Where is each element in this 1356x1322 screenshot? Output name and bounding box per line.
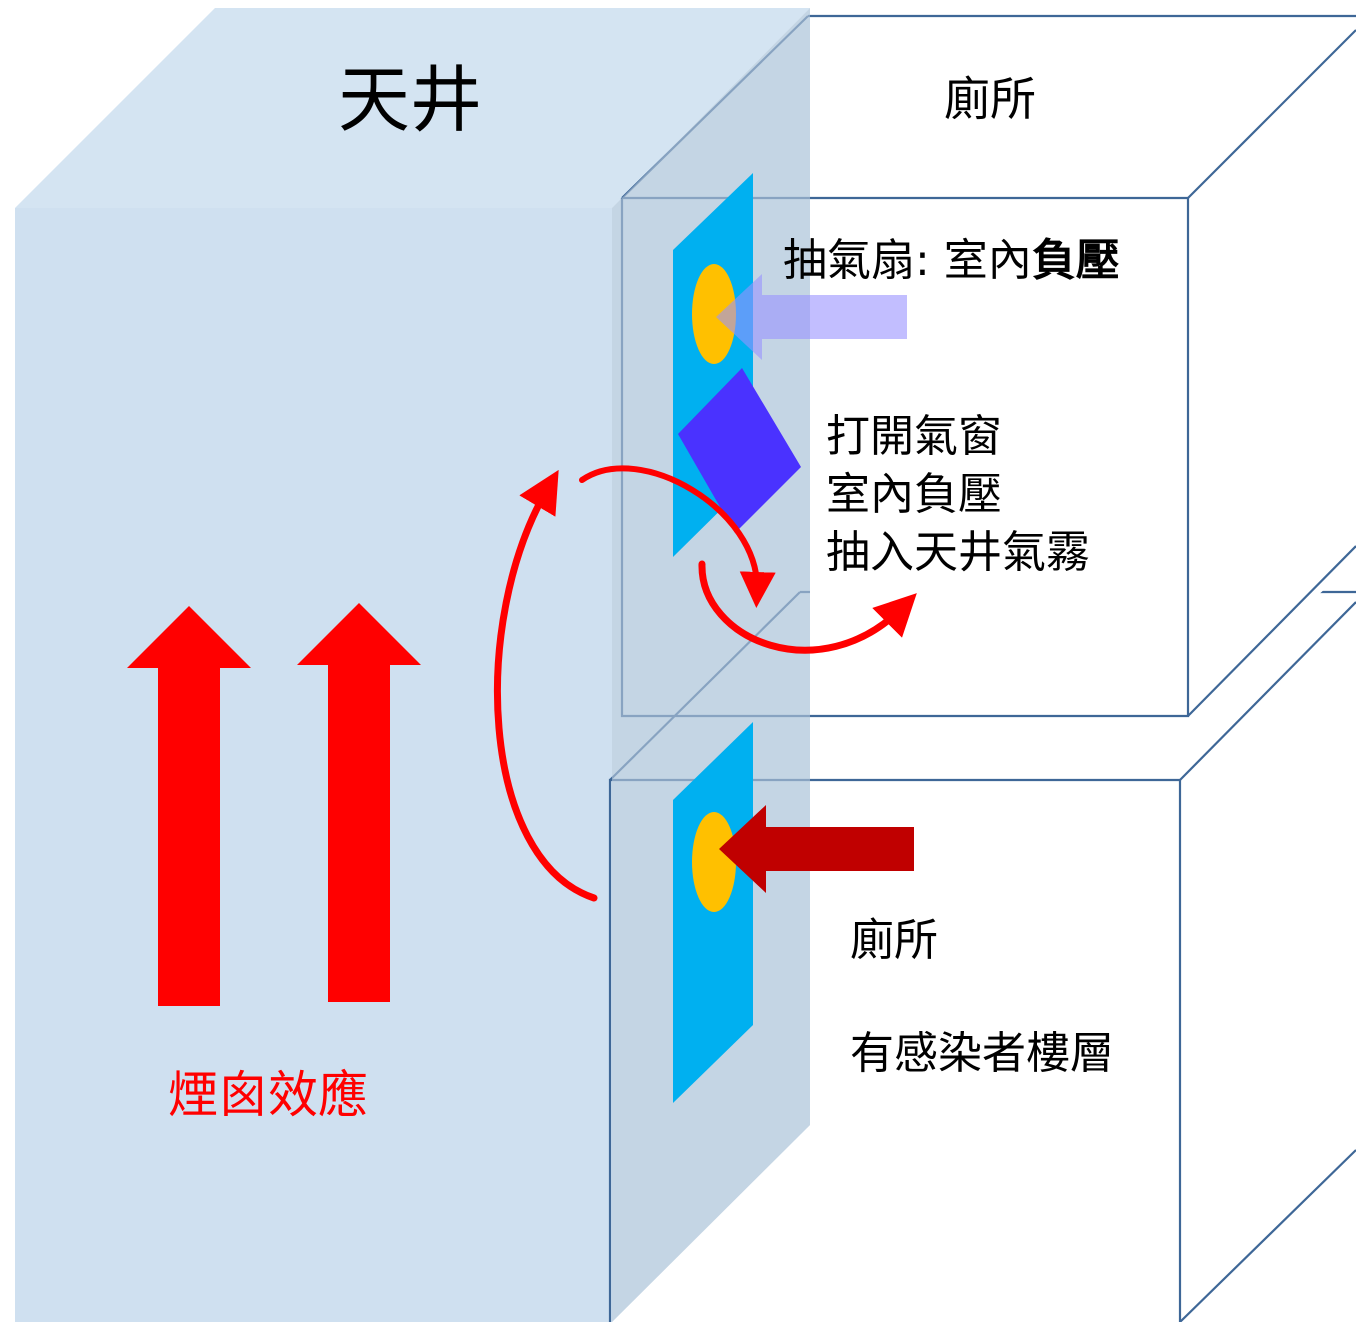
lightwell-front-face <box>15 208 612 1322</box>
lower-box-front <box>810 780 1180 1322</box>
upper-box-right-face <box>1188 18 1356 716</box>
lower-toilet-label: 廁所 <box>850 915 938 966</box>
upper-exhaust-fan-icon <box>692 264 736 364</box>
curve-arrow-up <box>493 469 598 902</box>
circulation-arrows <box>493 465 917 902</box>
exhaust-fan-label-prefix: 抽氣扇: 室內 <box>783 235 1032 286</box>
curve-arrow-into-room <box>698 560 917 654</box>
exhaust-fan-label: 抽氣扇: 室內負壓 <box>783 235 1120 286</box>
lightwell-top-face <box>15 8 810 208</box>
chimney-arrow-right <box>297 603 421 1002</box>
lightwell-label: 天井 <box>338 58 482 142</box>
lightwell-side-overlay <box>612 8 810 1322</box>
window-label-line2: 室內負壓 <box>826 469 1002 520</box>
upper-airflow-arrow <box>716 274 907 360</box>
exhaust-fan-label-bold: 負壓 <box>1032 235 1120 286</box>
window-label-line1: 打開氣窗 <box>826 411 1002 462</box>
lower-vent-panel <box>673 722 753 1103</box>
curve-arrow-through-window <box>579 465 776 608</box>
lower-box-right-face <box>1180 592 1356 1322</box>
upper-toilet-label: 廁所 <box>944 72 1036 126</box>
open-window-icon <box>678 368 801 533</box>
window-label-line3: 抽入天井氣霧 <box>826 527 1090 578</box>
chimney-arrow-left <box>127 606 251 1006</box>
upper-box-top-face <box>810 16 1356 198</box>
infected-floor-label: 有感染者樓層 <box>850 1028 1114 1079</box>
lower-airflow-arrow <box>719 805 914 893</box>
lower-exhaust-fan-icon <box>692 812 736 912</box>
chimney-effect-label: 煙囪效應 <box>168 1066 368 1124</box>
